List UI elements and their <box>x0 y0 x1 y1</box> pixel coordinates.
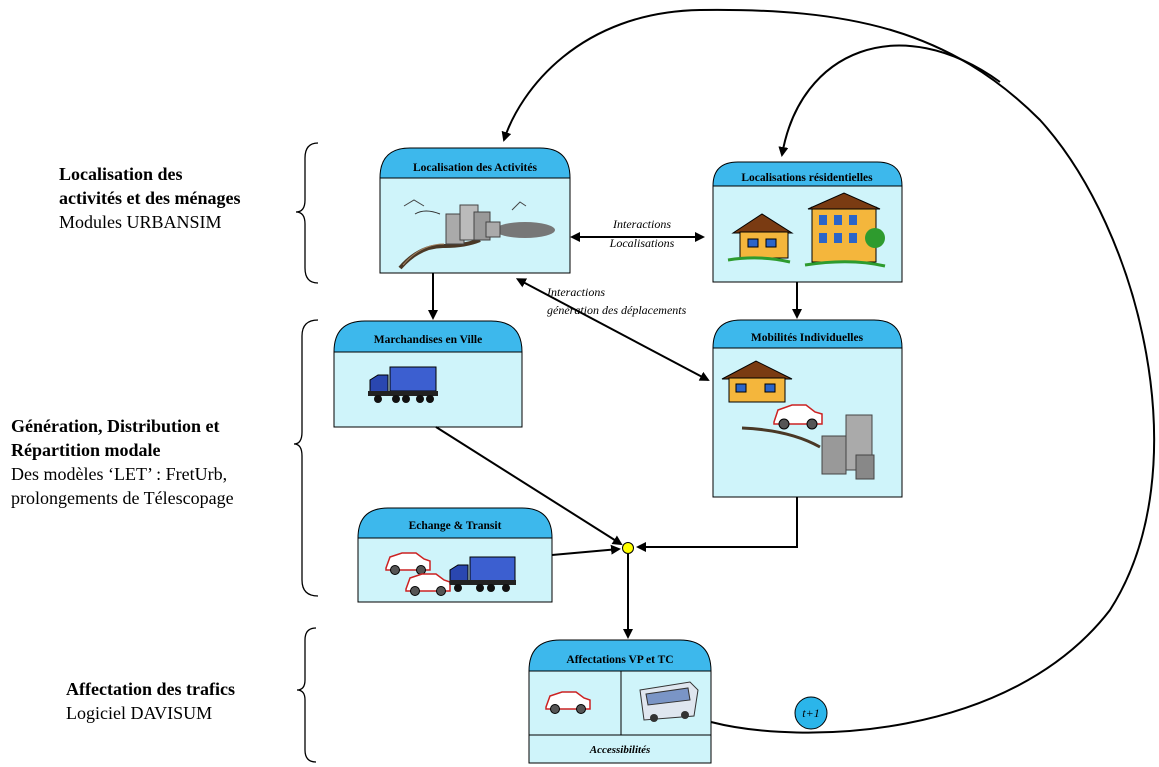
interactions-localisation-line1: Interactions <box>612 217 671 231</box>
section-localisation: Localisation des activités et des ménage… <box>59 162 240 234</box>
module-marchandises-title: Marchandises en Ville <box>374 334 482 346</box>
module-affectations: Affectations VP et TC Accessibilités <box>528 639 712 764</box>
accessibilites-label: Accessibilités <box>589 744 651 756</box>
section-generation-title-2: Répartition modale <box>11 440 161 460</box>
car-icon <box>385 552 431 575</box>
loop-badge-label: t+1 <box>802 706 819 720</box>
city-icon <box>398 199 555 270</box>
section-localisation-title-2: activités et des ménages <box>59 188 241 208</box>
arrow-interactions-generation <box>515 278 710 381</box>
interactions-generation-line2: génération des déplacements <box>547 303 687 317</box>
section-affectation-sub: Logiciel DAVISUM <box>66 703 213 723</box>
brace-affectation <box>296 627 317 763</box>
interactions-localisation-line2: Localisations <box>609 236 675 250</box>
car-icon <box>773 404 823 430</box>
bus-icon <box>639 681 699 722</box>
section-generation: Génération, Distribution et Répartition … <box>11 414 234 510</box>
feedback-loop-branch <box>778 44 1001 157</box>
module-mobilites: Mobilités Individuelles <box>712 319 903 498</box>
section-generation-title-1: Génération, Distribution et <box>11 416 220 436</box>
feedback-loop-curve <box>501 8 1156 734</box>
brace-generation <box>293 319 319 597</box>
module-echange: Echange & Transit <box>357 507 553 603</box>
section-localisation-title-1: Localisation des <box>59 164 183 184</box>
module-echange-title: Echange & Transit <box>409 520 502 532</box>
section-generation-sub-2: prolongements de Télescopage <box>11 488 234 508</box>
section-affectation: Affectation des trafics Logiciel DAVISUM <box>66 677 235 725</box>
houses-icon <box>721 360 793 403</box>
arrow-marchandises-to-node <box>435 426 623 546</box>
car-icon <box>545 691 591 714</box>
interactions-generation-line1: Interactions <box>546 285 605 299</box>
arrow-mobilites-to-node <box>636 497 798 552</box>
section-localisation-sub: Modules URBANSIM <box>59 212 222 232</box>
module-mobilites-title: Mobilités Individuelles <box>751 332 864 344</box>
truck-icon <box>368 366 438 403</box>
car-icon <box>405 573 451 596</box>
loop-badge: t+1 <box>794 696 828 730</box>
module-affectations-title: Affectations VP et TC <box>566 654 673 666</box>
module-activites-title: Localisation des Activités <box>413 162 537 174</box>
module-residentielles-title: Localisations résidentielles <box>741 172 873 184</box>
houses-icon <box>727 192 886 268</box>
section-generation-sub-1: Des modèles ‘LET’ : FretUrb, <box>11 464 228 484</box>
section-affectation-title: Affectation des trafics <box>66 679 235 699</box>
module-marchandises: Marchandises en Ville <box>333 320 523 428</box>
arrow-echange-to-node <box>551 544 621 556</box>
module-activites: Localisation des Activités <box>379 147 571 274</box>
module-residentielles: Localisations résidentielles <box>712 161 903 283</box>
city-icon <box>741 414 875 480</box>
brace-localisation <box>295 142 319 284</box>
junction-node <box>622 542 634 554</box>
truck-icon <box>449 556 516 592</box>
